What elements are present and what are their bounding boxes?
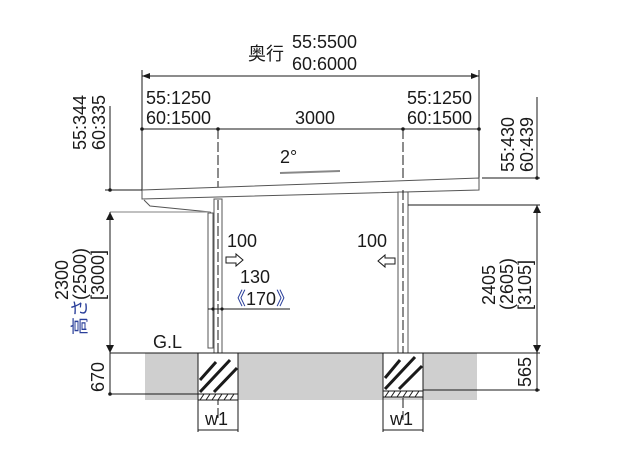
ground-level-label: G.L bbox=[153, 332, 182, 352]
right-roof-height-60: 60:439 bbox=[517, 117, 537, 172]
depth-dimension: 奥行 55:5500 60:6000 bbox=[141, 32, 480, 190]
footing-width-right: w1 bbox=[389, 409, 413, 429]
slope-indicator bbox=[279, 170, 341, 174]
bracket-close: 》 bbox=[276, 289, 294, 309]
downpipe bbox=[207, 212, 214, 349]
right-roof-height-55: 55:430 bbox=[498, 117, 518, 172]
overhang-right-60: 60:1500 bbox=[407, 108, 472, 128]
right-post-offset: 100 bbox=[357, 231, 396, 269]
left-height-3000: [3000] bbox=[88, 250, 108, 300]
left-footing-depth: 670 bbox=[88, 362, 108, 392]
ground-area bbox=[145, 353, 477, 400]
left-post-offset: 100 130 《170》 bbox=[208, 231, 294, 311]
right-height-2405: 2405 bbox=[479, 265, 499, 305]
right-footing-depth: 565 bbox=[515, 357, 535, 387]
left-offset-100: 100 bbox=[227, 231, 257, 251]
height-label: 高さ bbox=[70, 299, 90, 335]
overhang-right-55: 55:1250 bbox=[407, 88, 472, 108]
left-roof-height-55: 55:344 bbox=[70, 95, 90, 150]
left-roof-height-60: 60:335 bbox=[89, 95, 109, 150]
left-offset-170: 170 bbox=[246, 289, 276, 309]
gutter bbox=[143, 199, 214, 216]
footing-width-left: w1 bbox=[204, 409, 228, 429]
right-offset-100: 100 bbox=[357, 231, 387, 251]
overhang-left-60: 60:1500 bbox=[146, 108, 211, 128]
span-dimension: 55:1250 60:1500 3000 55:1250 60:1500 bbox=[140, 88, 481, 190]
left-height-2300: 2300 bbox=[52, 260, 72, 300]
right-height-3105: [3105] bbox=[515, 260, 535, 310]
depth-55: 55:5500 bbox=[292, 32, 357, 52]
roof-panel bbox=[141, 177, 480, 200]
span-label: 3000 bbox=[295, 108, 335, 128]
right-vertical-dims: 55:430 60:439 2405 (2605) [3105] 565 bbox=[408, 97, 541, 392]
depth-label: 奥行 bbox=[248, 44, 284, 64]
left-offset-130: 130 bbox=[240, 267, 270, 287]
slope-label: 2° bbox=[280, 147, 297, 167]
left-footing bbox=[197, 352, 239, 401]
right-height-2605: (2605) bbox=[497, 258, 517, 310]
arrow-right-icon bbox=[225, 252, 244, 268]
left-vertical-dims: 55:344 60:335 2300 (2500) [3000] 高さ 670 bbox=[52, 95, 210, 396]
arrow-left-icon bbox=[377, 253, 396, 269]
right-footing bbox=[382, 352, 424, 398]
overhang-left-55: 55:1250 bbox=[146, 88, 211, 108]
depth-60: 60:6000 bbox=[292, 54, 357, 74]
svg-text:《170》: 《170》 bbox=[228, 289, 294, 309]
footing-width-dims: w1 w1 bbox=[197, 397, 424, 432]
bracket-open: 《 bbox=[228, 289, 246, 309]
left-height-2500: (2500) bbox=[70, 248, 90, 300]
